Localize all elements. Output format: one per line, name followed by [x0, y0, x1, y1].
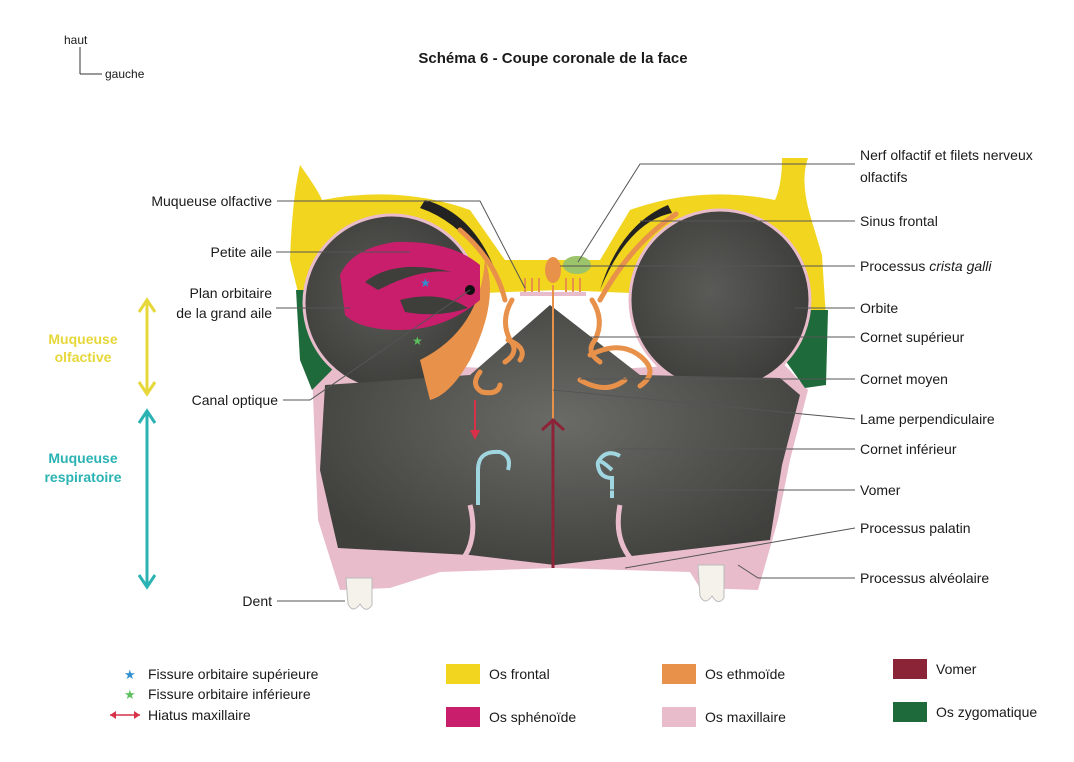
swatch-os-sphenoide — [446, 707, 480, 727]
inferior-concha-left — [476, 449, 511, 471]
label-cornet-inferieur: Cornet inférieur — [860, 441, 957, 457]
inferior-concha-right — [595, 459, 614, 498]
label-orbite: Orbite — [860, 300, 898, 316]
swatch-os-zygomatique — [893, 702, 927, 722]
crista-galli — [545, 257, 561, 283]
swatch-os-maxillaire — [662, 707, 696, 727]
zone-olfactive-line1: Muqueuse — [48, 331, 117, 347]
zone-olfactive-line2: olfactive — [55, 349, 112, 365]
label-nerf-olfactif-1: Nerf olfactif et filets nerveux — [860, 147, 1033, 163]
legend-label-fissure-sup: Fissure orbitaire supérieure — [148, 666, 319, 682]
legend: ★ Fissure orbitaire supérieure ★ Fissure… — [110, 659, 1037, 727]
legend-red-double-arrow-icon — [110, 711, 140, 719]
label-nerf-olfactif-2: olfactifs — [860, 169, 907, 185]
swatch-os-frontal — [446, 664, 480, 684]
tooth-right — [697, 564, 725, 602]
label-dent: Dent — [242, 593, 272, 609]
zone-respiratoire-line1: Muqueuse — [48, 450, 117, 466]
legend-label-fissure-inf: Fissure orbitaire inférieure — [148, 686, 311, 702]
olfactory-nerve-bulb — [563, 256, 591, 274]
zone-respiratoire: Muqueuse respiratoire — [44, 408, 157, 590]
label-processus-palatin: Processus palatin — [860, 520, 971, 536]
orientation-left-label: gauche — [105, 67, 145, 81]
legend-label-os-sphenoide: Os sphénoïde — [489, 709, 576, 725]
label-canal-optique: Canal optique — [192, 392, 279, 408]
tooth-left — [345, 577, 373, 610]
legend-label-os-frontal: Os frontal — [489, 666, 550, 682]
label-plan-orbitaire-2: de la grand aile — [176, 305, 272, 321]
legend-label-os-zygomatique: Os zygomatique — [936, 704, 1037, 720]
legend-blue-star-icon: ★ — [124, 667, 136, 682]
ethmoid-left-lamina — [420, 260, 490, 400]
label-sinus-frontal: Sinus frontal — [860, 213, 938, 229]
swatch-vomer — [893, 659, 927, 679]
label-petite-aile: Petite aile — [211, 244, 273, 260]
inferior-orbital-fissure-star: ★ — [412, 334, 423, 348]
legend-label-vomer: Vomer — [936, 661, 977, 677]
legend-label-os-maxillaire: Os maxillaire — [705, 709, 786, 725]
legend-green-star-icon: ★ — [124, 687, 136, 702]
diagram-title: Schéma 6 - Coupe coronale de la face — [418, 50, 687, 67]
zone-respiratoire-line2: respiratoire — [44, 469, 121, 485]
label-cornet-moyen: Cornet moyen — [860, 371, 948, 387]
palatine-process-right — [615, 504, 642, 570]
label-cornet-superieur: Cornet supérieur — [860, 329, 965, 345]
zone-olfactive: Muqueuse olfactive — [48, 297, 157, 397]
superior-orbital-fissure-star: ★ — [420, 276, 431, 290]
orientation-up-label: haut — [64, 33, 88, 47]
label-crista-italic: crista galli — [929, 258, 992, 274]
label-plan-orbitaire-1: Plan orbitaire — [190, 285, 273, 301]
label-vomer: Vomer — [860, 482, 901, 498]
label-processus-alveolaire: Processus alvéolaire — [860, 570, 989, 586]
skull-section: ★ ★ — [290, 158, 828, 610]
swatch-os-ethmoide — [662, 664, 696, 684]
orbit-right — [630, 210, 810, 390]
legend-label-hiatus: Hiatus maxillaire — [148, 707, 251, 723]
legend-label-os-ethmoide: Os ethmoïde — [705, 666, 785, 682]
leader-lines — [276, 163, 856, 602]
frontal-sinus-left — [420, 200, 502, 290]
sphenoid-lesser-wing-gap — [365, 266, 452, 290]
label-crista-galli: Processus crista galli — [860, 258, 992, 274]
nasal-cavity — [320, 305, 800, 565]
label-muqueuse-olfactive: Muqueuse olfactive — [151, 193, 272, 209]
label-lame-perpendiculaire: Lame perpendiculaire — [860, 411, 995, 427]
ethmoid-conchae — [457, 211, 679, 396]
label-crista-prefix: Processus — [860, 258, 929, 274]
orientation-indicator: haut gauche — [64, 33, 145, 81]
palatine-process-left — [453, 504, 476, 570]
frontal-sinus-right — [600, 205, 672, 290]
